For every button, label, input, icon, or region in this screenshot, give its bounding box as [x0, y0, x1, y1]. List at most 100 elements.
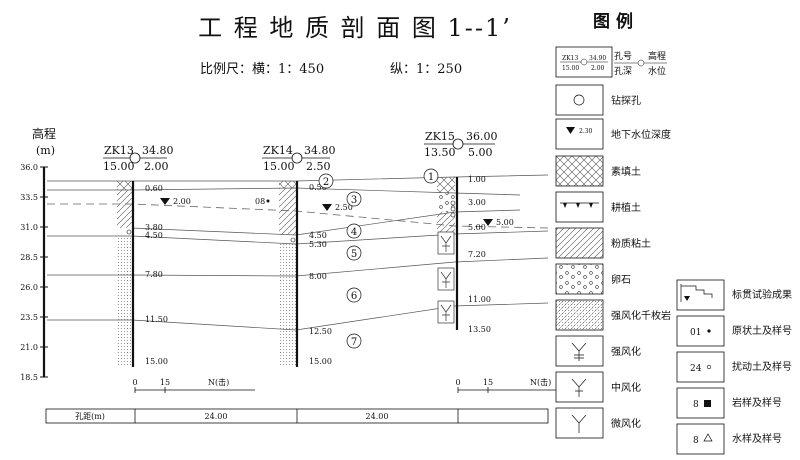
legend-title: 图 例 [593, 11, 633, 32]
legend-label: 中风化 [611, 381, 641, 394]
layer-number: 7 [351, 337, 357, 348]
layer-depth: 4.50 [145, 231, 163, 240]
hole-spacing-row: 孔距(m) 24.00 24.00 [45, 408, 549, 424]
disturbed-sample-markers [126, 200, 456, 243]
layer-number-1: 1 [423, 168, 439, 184]
elevation-axis-unit: (m) [36, 144, 55, 157]
sample-label: 08 [255, 197, 265, 206]
layer-number-markers: 1 2 3 4 5 6 7 [318, 168, 439, 349]
elevation-tick-label: 36.0 [20, 163, 38, 172]
spt-result-icon [680, 284, 713, 302]
elevation-tick-label: 18.5 [20, 373, 38, 382]
spt-tick: 0 [455, 378, 460, 387]
elevation-axis: 36.033.531.028.526.023.521.018.5 [20, 163, 48, 382]
layer-depth: 5.00 [468, 223, 486, 232]
legend-pebble: 卵石 [555, 263, 631, 295]
layer-depth: 12.50 [309, 327, 332, 336]
elevation-tick-label: 23.5 [20, 313, 38, 322]
legend-label-elev: 高程 [648, 50, 666, 62]
elevation-tick-label: 26.0 [20, 283, 38, 292]
legend-code: 8 [693, 400, 699, 410]
layer-number: 5 [351, 249, 357, 260]
water-level-icon [483, 219, 493, 226]
borehole-zk14: ZK14 34.80 15.00 2.50 2.50 08 0.50 4.50 … [255, 144, 353, 367]
legend-right: 标贯试验成果 01 原状土及样号 24 扰动土及样号 8 岩样及样号 8 水样及… [676, 279, 792, 455]
legend-rock-sample: 8 岩样及样号 [676, 387, 782, 419]
spt-unit: N(击) [208, 377, 229, 387]
drill-hole-icon [573, 94, 585, 106]
borehole-symbol [452, 138, 464, 150]
borehole-depth: 15.00 [103, 160, 135, 173]
borehole-elevation: 34.80 [142, 144, 174, 157]
legend-label: 强风化 [611, 345, 641, 358]
spacing-label: 孔距(m) [75, 412, 105, 421]
borehole-depth: 13.50 [424, 146, 456, 159]
water-level-value: 5.00 [496, 218, 514, 227]
legend-label-depth: 孔深 [614, 66, 632, 77]
rock-sample-icon [704, 400, 711, 407]
layer-depth: 7.80 [145, 270, 163, 279]
undisturbed-sample-icon [266, 199, 270, 203]
layer-depth: 0.60 [145, 184, 163, 193]
slight-weathered-icon [571, 414, 587, 433]
layer-depth: 1.00 [468, 175, 486, 184]
layer-depth: 7.20 [468, 250, 486, 259]
legend-label: 强风化千枚岩 [611, 309, 671, 322]
layer-number-6: 6 [346, 287, 362, 303]
layer-depth: 5.30 [309, 240, 327, 249]
legend-label: 岩样及样号 [732, 396, 782, 409]
borehole-symbol [291, 152, 303, 164]
layer-depth: 0.50 [309, 183, 327, 192]
layer-number-4: 4 [346, 223, 362, 239]
spt-scale-1: 0 15 N(击) [132, 377, 255, 393]
legend-code: 8 [693, 436, 699, 446]
legend-label: 钻探孔 [611, 94, 641, 107]
water-level-value: 2.00 [173, 197, 191, 206]
elevation-tick-label: 33.5 [20, 193, 38, 202]
legend-water-sample: 2.30 [579, 128, 593, 135]
layer-depth: 11.50 [145, 315, 168, 324]
legend: ZK13 34.90 15.00 2.00 孔号 孔深 高程 水位 钻探孔 2.… [555, 46, 671, 439]
legend-label: 粉质粘土 [611, 237, 651, 250]
layer-depth: 3.00 [468, 198, 486, 207]
layer-number-3: 3 [346, 191, 362, 207]
legend-label: 原状土及样号 [732, 324, 792, 337]
scale-vertical: 纵：1：250 [390, 62, 462, 77]
legend-key-id: ZK13 [562, 55, 578, 62]
legend-planting-soil: 耕植土 [555, 191, 641, 223]
strong-weathered-blocks [437, 231, 455, 324]
medium-weathered-icon [571, 378, 587, 397]
layer-number: 3 [351, 195, 357, 206]
borehole-id: ZK15 [425, 130, 455, 143]
legend-fill: 素填土 [555, 155, 641, 187]
borehole-symbol [129, 152, 141, 164]
spt-unit: N(击) [530, 377, 551, 387]
legend-code: 01 [690, 328, 701, 338]
spt-tick: 15 [160, 378, 170, 387]
legend-strongly-weathered: 强风化 [555, 335, 641, 367]
legend-spt-result: 标贯试验成果 [676, 279, 792, 311]
legend-undisturbed: 01 原状土及样号 [676, 315, 792, 347]
legend-label: 卵石 [611, 274, 631, 286]
legend-key-elev: 34.90 [589, 55, 606, 62]
legend-medium-weathered: 中风化 [555, 371, 641, 403]
layer-number-2: 2 [318, 173, 334, 189]
disturbed-sample-icon [706, 364, 712, 370]
water-sample-icon [703, 433, 713, 442]
legend-label: 微风化 [611, 417, 641, 430]
borehole-zk15: ZK15 36.00 13.50 5.00 5.00 1.00 3.00 5.0… [424, 130, 514, 334]
layer-depth: 8.00 [309, 272, 327, 281]
spacing-value: 24.00 [366, 412, 389, 421]
legend-label-id: 孔号 [614, 51, 632, 62]
undisturbed-sample-icon [707, 329, 711, 333]
legend-label: 地下水位深度 [611, 128, 671, 141]
layer-number-7: 7 [346, 333, 362, 349]
layer-depth: 3.80 [145, 223, 163, 232]
legend-drill-hole: 钻探孔 [555, 84, 641, 116]
water-level-icon [566, 127, 575, 134]
legend-water-depth: 2.30 地下水位深度 [555, 118, 671, 150]
legend-label: 素填土 [611, 165, 641, 178]
elevation-tick-label: 28.5 [20, 253, 38, 262]
strong-weathered-icon [571, 342, 587, 361]
borehole-id: ZK13 [104, 144, 134, 157]
